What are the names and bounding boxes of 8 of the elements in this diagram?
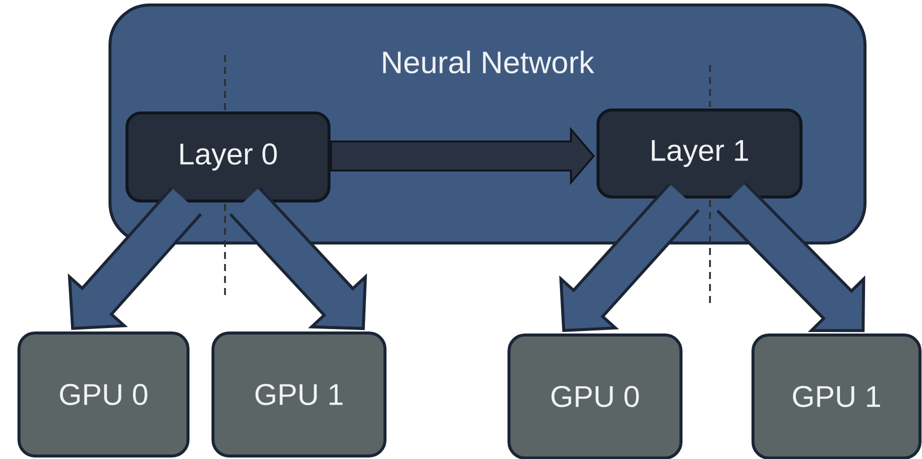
gpu-box: GPU 0 — [18, 332, 190, 458]
block-arrow — [716, 182, 866, 332]
gpu-box: GPU 1 — [212, 332, 386, 458]
gpu-box: GPU 1 — [752, 334, 922, 459]
layer-box: Layer 0 — [126, 112, 330, 202]
gpu-box: GPU 0 — [508, 334, 682, 459]
block-arrow — [229, 186, 368, 330]
layer-box: Layer 1 — [596, 108, 802, 198]
